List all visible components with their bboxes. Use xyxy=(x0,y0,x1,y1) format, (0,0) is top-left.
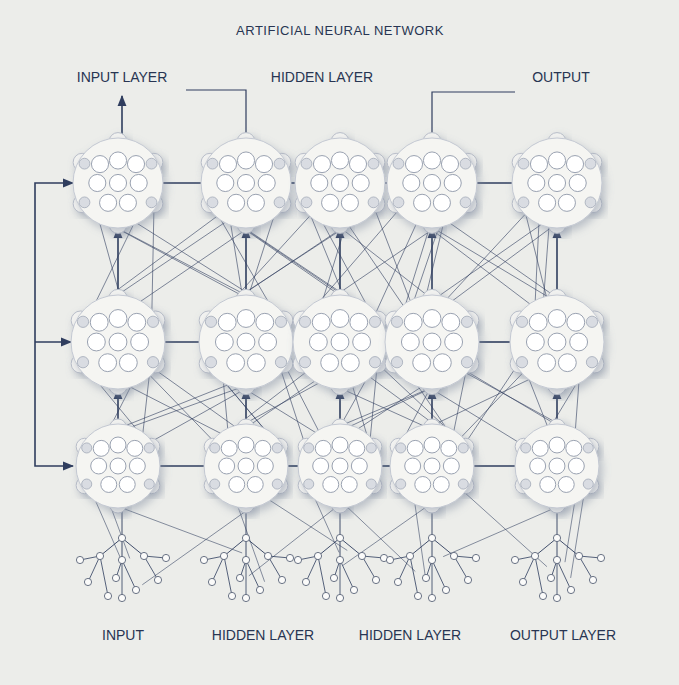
layer-label: OUTPUT xyxy=(529,69,593,85)
synapse-line xyxy=(444,211,528,301)
neuron-cluster xyxy=(199,289,293,394)
synapse-line xyxy=(147,373,216,444)
neuron-cluster xyxy=(298,419,382,513)
layer-label: INPUT LAYER xyxy=(74,69,171,85)
row-link xyxy=(474,465,515,467)
synapse-line xyxy=(464,362,520,446)
synapse-line xyxy=(280,367,306,449)
synapse-line xyxy=(233,221,347,300)
neuron-cluster xyxy=(201,133,291,234)
neuron-cluster xyxy=(71,289,165,394)
feedback-bracket xyxy=(35,183,73,466)
neuron-cluster xyxy=(512,133,602,234)
synapse-line xyxy=(249,504,340,576)
column-link xyxy=(556,228,558,295)
layer-label: OUTPUT LAYER xyxy=(507,627,619,643)
input-dendrites xyxy=(76,508,604,602)
neuron-cluster xyxy=(73,133,163,234)
synapse-line xyxy=(447,221,560,300)
column-link xyxy=(339,228,341,295)
top-leader xyxy=(432,92,515,138)
neuron-cluster xyxy=(515,419,599,513)
synapse-line xyxy=(449,223,556,303)
neuron-cluster xyxy=(293,289,387,394)
row-link xyxy=(163,182,201,184)
top-arrow xyxy=(121,96,123,138)
column-link xyxy=(245,228,247,295)
synapse-line xyxy=(152,201,154,316)
synapse-line xyxy=(223,378,228,433)
row-link xyxy=(165,341,199,343)
row-link xyxy=(288,465,298,467)
synapse-line xyxy=(126,384,250,429)
synapse-line xyxy=(344,504,415,572)
synapse-line xyxy=(137,222,257,304)
column-link xyxy=(431,228,433,295)
neuron-cluster xyxy=(385,289,479,394)
layer-label: INPUT xyxy=(99,627,147,643)
synapse-line xyxy=(343,504,430,565)
neuron-cluster xyxy=(76,419,160,513)
row-link xyxy=(291,182,295,184)
layer-label: HIDDEN LAYER xyxy=(209,627,317,643)
synapse-line xyxy=(565,499,575,562)
synapse-line xyxy=(142,502,259,585)
synapse-line xyxy=(434,222,546,300)
row-link xyxy=(479,341,510,343)
layer-label: HIDDEN LAYER xyxy=(268,69,376,85)
synapse-line xyxy=(575,378,579,433)
layer-label: HIDDEN LAYER xyxy=(356,627,464,643)
synapse-line xyxy=(543,223,549,302)
neuron-cluster xyxy=(387,133,477,234)
synapse-line xyxy=(535,219,539,306)
connections xyxy=(35,90,587,585)
row-link xyxy=(477,182,512,184)
feedback-bracket xyxy=(35,341,71,343)
neuron-cluster xyxy=(390,419,474,513)
neuron-cluster xyxy=(510,289,604,394)
row-link xyxy=(382,465,390,467)
row-link xyxy=(160,465,204,467)
synapse-line xyxy=(414,500,425,575)
synapse-line xyxy=(459,370,525,439)
column-link xyxy=(117,228,119,295)
neuron-cluster xyxy=(295,133,385,234)
top-leader xyxy=(186,90,246,138)
diagram-title: ARTIFICIAL NEURAL NETWORK xyxy=(233,23,447,38)
neuron-cluster xyxy=(204,419,288,513)
